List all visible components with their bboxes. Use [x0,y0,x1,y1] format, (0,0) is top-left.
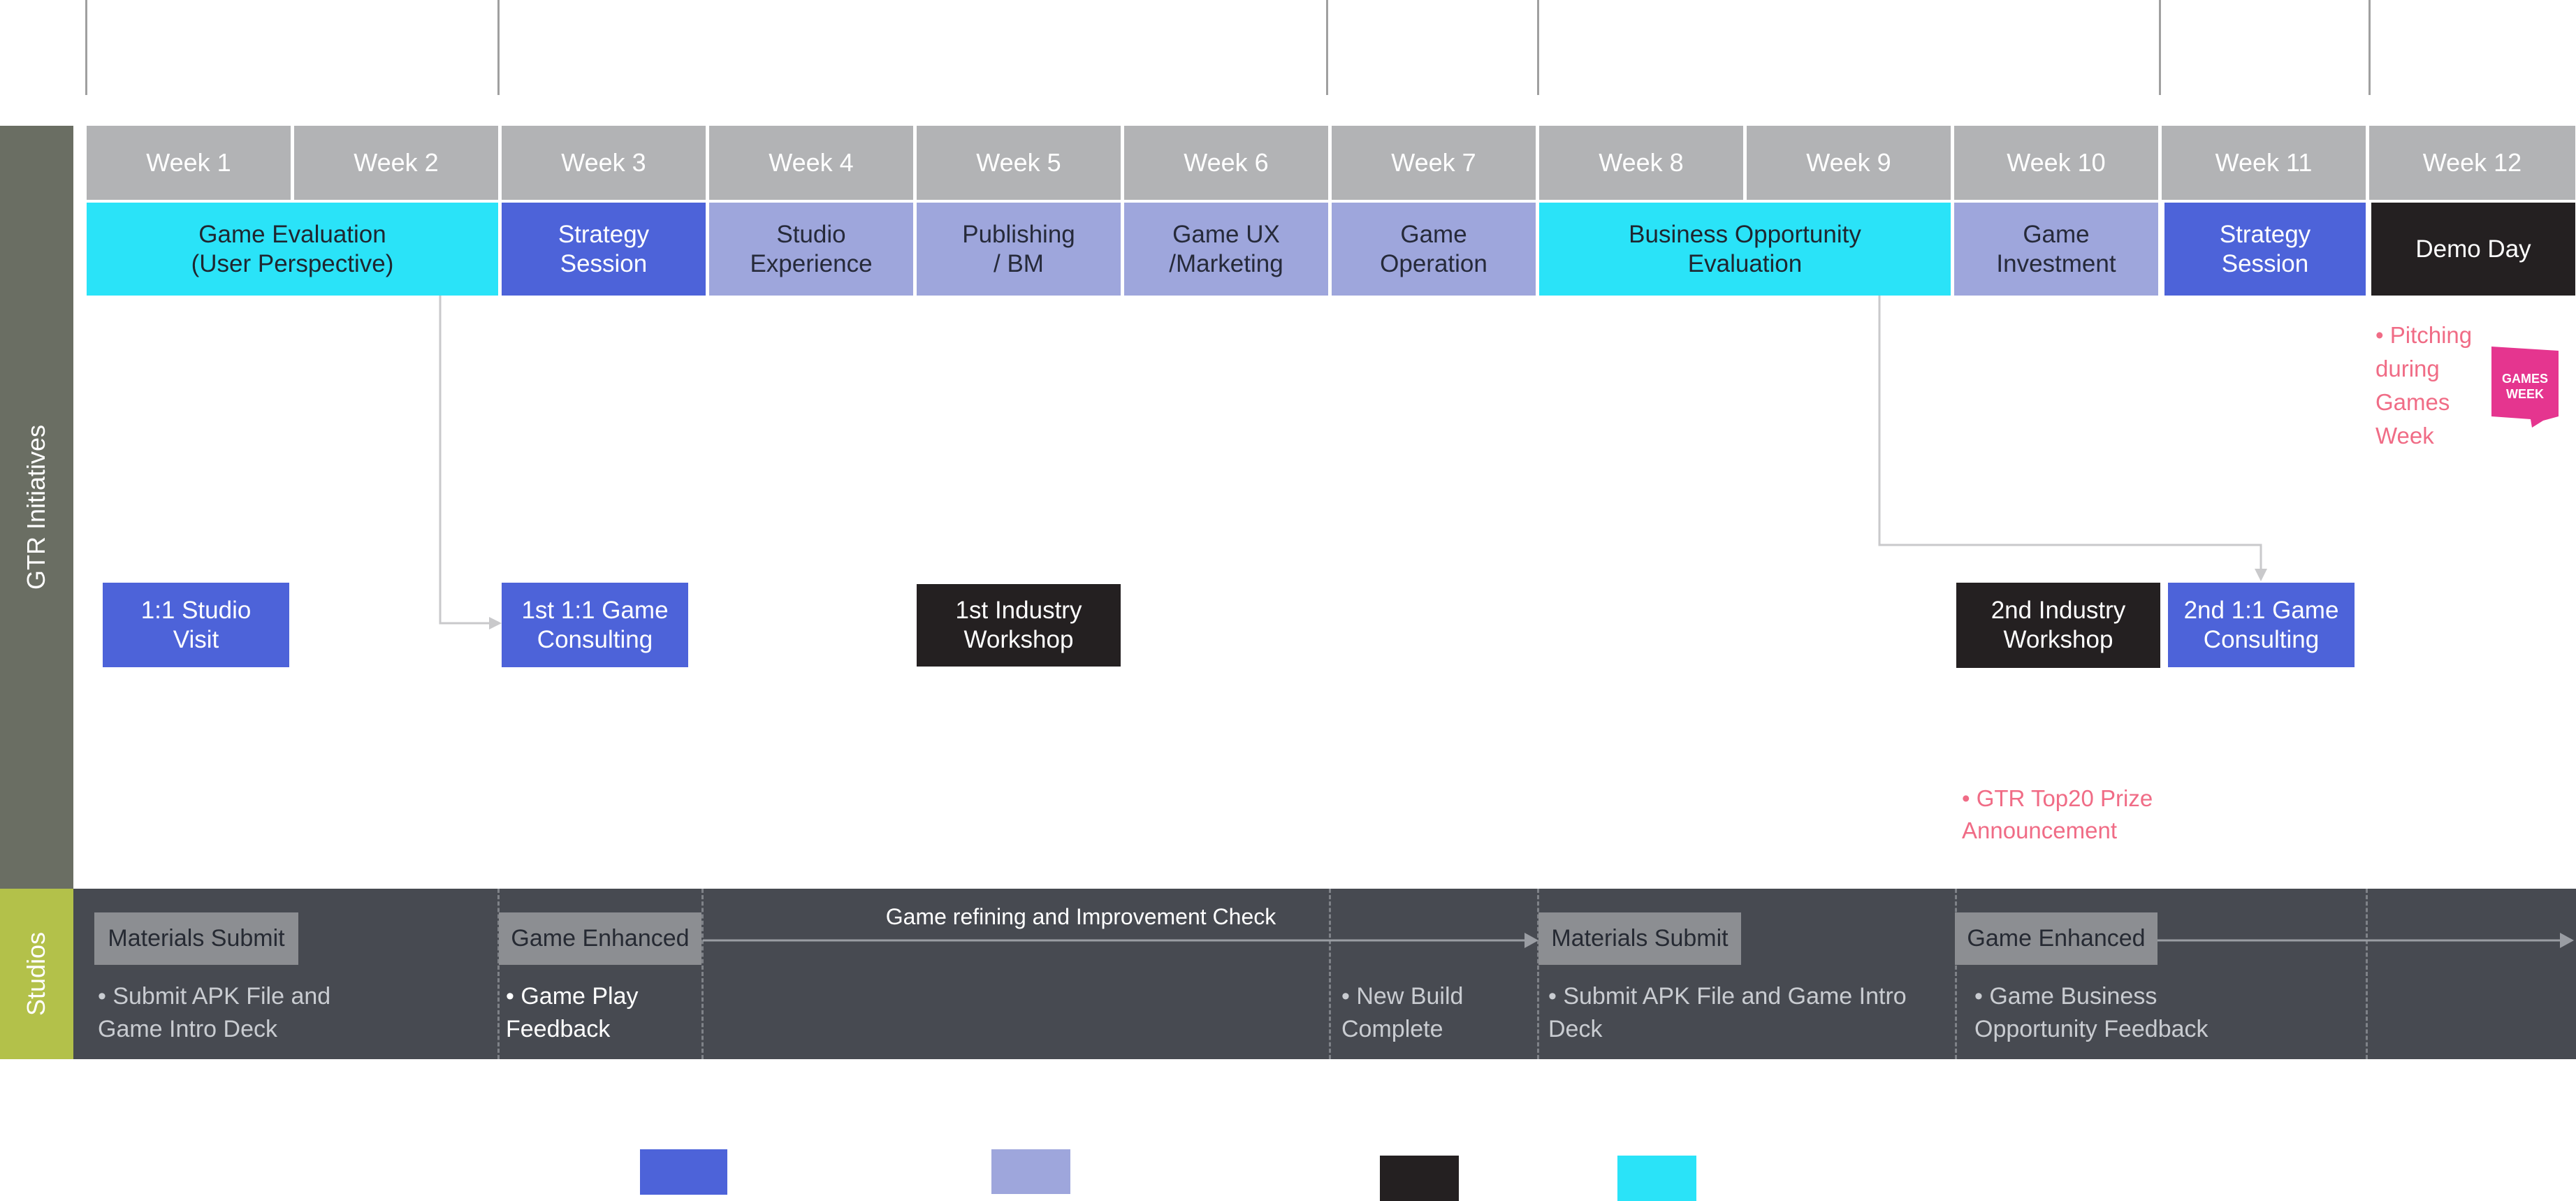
phase-game-evaluation: Game Evaluation (User Perspective) [87,203,498,296]
phase-strategy-session: Strategy Session [502,203,706,296]
activity-1st-game-consulting: 1st 1:1 Game Consulting [502,583,688,667]
week-header: Week 4 [709,126,913,200]
week-divider [1537,889,1539,1059]
studio-note: • Submit APK File and Game Intro Deck [98,983,331,1042]
legend-swatch-strategy [640,1149,727,1195]
studio-note: • Submit APK File and Game Intro Deck [1548,983,1907,1042]
arrow-to-2nd-consulting [1878,296,2267,581]
materials-submit-tag: Materials Submit [1538,912,1741,965]
studios-flow-arrows [703,933,2574,948]
week-header: Week 11 [2162,126,2366,200]
week-header: Week 2 [294,126,498,200]
phase-game-ux-marketing: Game UX /Marketing [1124,203,1328,296]
materials-submit-tag: Materials Submit [94,912,298,965]
refining-label: Game refining and Improvement Check [885,904,1276,929]
arrow-refining [703,933,1538,948]
studios-sidebar: Studios [0,889,73,1059]
week-header: Week 8 [1539,126,1743,200]
connector-arrows [439,296,2267,629]
svg-text:GAMES: GAMES [2502,372,2548,386]
game-enhanced-tag: Game Enhanced [499,912,701,965]
phase-publishing-bm: Publishing / BM [917,203,1121,296]
pitching-note: • Pitching during Games Week [2375,322,2473,449]
activity-2nd-industry-workshop: 2nd Industry Workshop [1956,583,2160,668]
week-header: Week 12 [2369,126,2575,200]
legend-swatch-lavender [991,1149,1070,1194]
week-divider [2366,889,2368,1059]
prize-announcement-note: • GTR Top20 Prize Announcement [1962,785,2153,843]
studio-note: • Game Business Opportunity Feedback [1974,983,2208,1042]
phase-studio-experience: Studio Experience [709,203,913,296]
games-week-logo: GAMES WEEK [2491,347,2559,428]
top-divider-line [2368,0,2371,95]
week-divider [1329,889,1331,1059]
studio-note: • New Build Complete [1341,983,1464,1042]
activity-1st-industry-workshop: 1st Industry Workshop [917,584,1121,667]
top-divider-line [85,0,87,95]
top-divider-line [497,0,500,95]
phase-strategy-session-2: Strategy Session [2164,203,2366,296]
week-divider [1955,889,1957,1059]
studio-note: • Game Play Feedback [506,983,639,1042]
legend-swatch-cyan [1617,1156,1696,1201]
week-header: Week 9 [1747,126,1951,200]
arrow-to-1st-consulting [439,296,502,629]
week-divider [497,889,500,1059]
phase-business-opportunity-evaluation: Business Opportunity Evaluation [1539,203,1951,296]
week-header: Week 5 [917,126,1121,200]
week-divider [701,889,704,1059]
top-divider-line [2159,0,2161,95]
legend-swatch-dark [1380,1156,1459,1201]
week-header: Week 10 [1954,126,2158,200]
week-header: Week 6 [1124,126,1328,200]
week-header: Week 7 [1332,126,1536,200]
phase-game-operation: Game Operation [1332,203,1536,296]
phase-demo-day: Demo Day [2371,203,2575,296]
gtr-initiatives-sidebar: GTR Initiatives [0,126,73,889]
game-enhanced-tag: Game Enhanced [1955,912,2157,965]
studios-band [73,889,2576,1059]
week-header: Week 3 [502,126,706,200]
top-divider-line [1537,0,1539,95]
top-divider-line [1326,0,1328,95]
phase-game-investment: Game Investment [1954,203,2158,296]
svg-text:WEEK: WEEK [2506,387,2544,401]
activity-2nd-game-consulting: 2nd 1:1 Game Consulting [2168,583,2355,667]
activity-studio-visit: 1:1 Studio Visit [103,583,289,667]
week-header: Week 1 [87,126,291,200]
arrow-to-end [2157,933,2574,948]
